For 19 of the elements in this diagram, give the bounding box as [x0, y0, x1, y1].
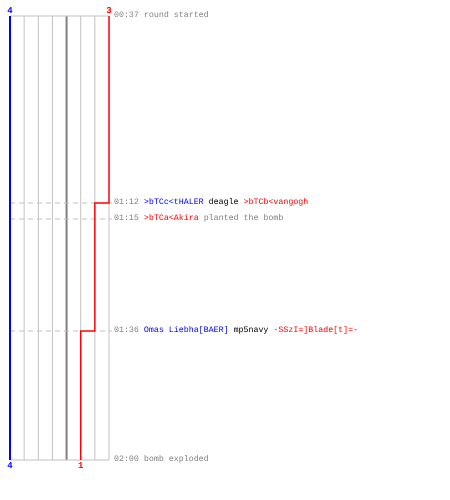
player-name: Omas Liebha[BAER]: [144, 326, 229, 336]
player-name: >bTCc<tHALER: [144, 198, 204, 208]
player-name: >bTCb<vangogh: [244, 198, 308, 208]
timestamp: 02:00: [114, 455, 139, 465]
timestamp: 01:12: [114, 198, 139, 208]
timestamp: 00:37: [114, 11, 139, 21]
weapon-name: mp5navy: [234, 326, 268, 336]
event-text: round started: [144, 11, 209, 21]
player-name: >bTCa<Akira: [144, 214, 199, 224]
timestamp: 01:15: [114, 214, 139, 224]
player-name: -SSzI=]Blade[t]=-: [273, 326, 358, 336]
count-number: 3: [105, 7, 113, 15]
event-text: bomb exploded: [144, 455, 209, 465]
count-number: 4: [6, 462, 14, 470]
count-number: 1: [77, 462, 84, 470]
event-text: planted the bomb: [204, 214, 284, 224]
timestamp: 01:36: [114, 326, 139, 336]
count-number: 4: [6, 7, 14, 15]
weapon-name: deagle: [208, 198, 239, 208]
